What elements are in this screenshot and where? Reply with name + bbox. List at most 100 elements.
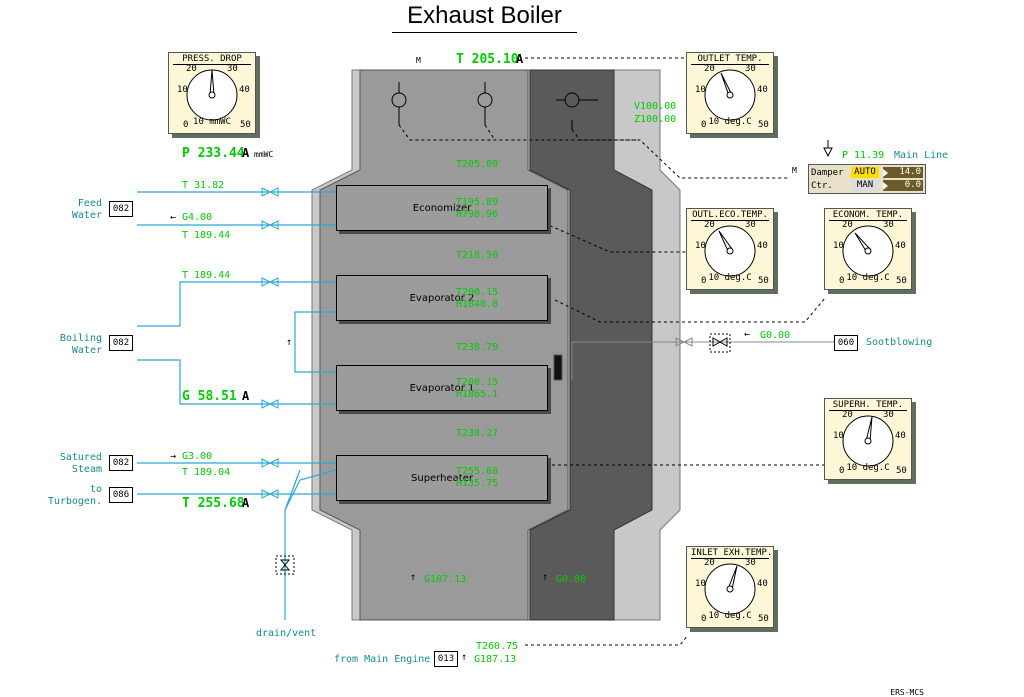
evaporator-2[interactable]: Evaporator 2: [336, 275, 548, 321]
up-arrow-icon: ↑: [461, 652, 468, 663]
evap2-temp: T200.15: [456, 287, 499, 298]
gauge-tick: 50: [758, 614, 769, 624]
press-drop-unit: mmWC: [254, 150, 274, 159]
gauge-tick: 50: [896, 466, 907, 476]
gauge-tick: 0: [701, 276, 707, 286]
gauge-tick: 40: [757, 85, 768, 95]
gauge-tick: 30: [745, 64, 756, 74]
turbogen-tag[interactable]: 086: [109, 487, 133, 503]
outlet-temp-value: T 205.10: [456, 52, 519, 67]
steam-flow: G3.00: [182, 451, 213, 462]
main-line-valve-icon: [823, 147, 833, 158]
damper-value[interactable]: 14.0: [883, 167, 923, 178]
economizer-temp: T195.89: [456, 197, 499, 208]
gauge-tick: 40: [239, 85, 250, 95]
main-line-label: Main Line: [894, 150, 949, 161]
gauge-title: ECONOM. TEMP.: [829, 210, 907, 221]
ctr-mode-button[interactable]: MAN: [851, 180, 879, 191]
gauge-tick: 20: [704, 220, 715, 230]
main-line-pressure: P 11.39: [842, 150, 885, 161]
from-main-engine-label: from Main Engine: [334, 654, 431, 665]
damper-mode-button[interactable]: AUTO: [851, 167, 879, 178]
superheater-label: Superheater: [411, 472, 473, 484]
gauge-tick: 30: [227, 64, 238, 74]
evaporator-2-label: Evaporator 2: [409, 292, 475, 304]
instrument-lines: [398, 57, 826, 646]
boiling-water-tag[interactable]: 082: [109, 335, 133, 351]
econom-temp-gauge[interactable]: ECONOM. TEMP. 20 30 10 40 0 50 10 deg.C: [824, 208, 912, 290]
evaporator-1-label: Evaporator 1: [409, 382, 475, 394]
footer-label: ERS-MCS: [890, 688, 924, 697]
ctr-row[interactable]: Ctr. MAN 0.0: [811, 180, 923, 192]
gas-temp-top: T205.09: [456, 159, 499, 170]
ctr-value[interactable]: 0.0: [883, 180, 923, 191]
satured-steam-label: Satured Steam: [59, 452, 102, 475]
feed-water-return-temp: T 189.44: [182, 230, 231, 241]
outl-eco-temp-gauge[interactable]: OUTL.ECO.TEMP. 20 30 10 40 0 50 10 deg.C: [686, 208, 774, 290]
gauge-unit: 10 deg.C: [846, 273, 890, 283]
gauge-tick: 40: [895, 241, 906, 251]
dial-icon: [704, 225, 756, 277]
steam-temp: T 189.04: [182, 467, 231, 478]
satured-steam-tag[interactable]: 082: [109, 455, 133, 471]
gauge-tick: 10: [177, 85, 188, 95]
damper-ctrl-motor-label: M: [792, 166, 797, 175]
pipes: [137, 191, 337, 620]
sootblowing-flow: G0.00: [760, 330, 791, 341]
gas-temp-mid2: T238.79: [456, 342, 499, 353]
superheater-temp: T255.68: [456, 466, 499, 477]
page-title: Exhaust Boiler: [392, 2, 577, 33]
gauge-tick: 30: [745, 558, 756, 568]
boiling-water-flow: G 58.51: [182, 389, 237, 404]
gas-temp-mid3: T238.27: [456, 428, 499, 439]
dial-icon: [842, 225, 894, 277]
up-arrow-icon: ↑: [410, 572, 417, 583]
gauge-tick: 10: [833, 241, 844, 251]
dial-icon: [704, 563, 756, 615]
dial-icon: [704, 69, 756, 121]
gauge-tick: 20: [842, 220, 853, 230]
damper-controller[interactable]: Damper AUTO 14.0 Ctr. MAN 0.0: [808, 164, 926, 194]
press-drop-gauge[interactable]: PRESS. DROP 20 30 10 40 0 50 10 mmWC: [168, 52, 256, 134]
gas-flow-main: G187.13: [424, 574, 467, 585]
gauge-tick: 10: [695, 85, 706, 95]
boiling-water-flag: A: [242, 389, 250, 403]
superheater-h: H135.75: [456, 478, 499, 489]
play-arrow-icon: [883, 182, 888, 190]
gauge-tick: 20: [186, 64, 197, 74]
gauge-unit: 10 deg.C: [708, 117, 752, 127]
soot-blower-lance: [553, 354, 563, 381]
feed-water-temp: T 31.82: [182, 180, 225, 191]
gauge-tick: 20: [842, 410, 853, 420]
main-engine-tag[interactable]: 013: [434, 651, 458, 667]
engine-exhaust-flow: G187.13: [474, 654, 517, 665]
left-arrow-icon: ←: [170, 212, 177, 223]
gauge-unit: 10 mmWC: [193, 117, 231, 127]
gauge-tick: 40: [757, 241, 768, 251]
economizer[interactable]: Economizer: [336, 185, 548, 231]
gauge-tick: 40: [757, 579, 768, 589]
damper-row[interactable]: Damper AUTO 14.0: [811, 167, 923, 179]
play-arrow-icon: [883, 169, 888, 177]
sootblowing-tag[interactable]: 060: [834, 335, 858, 351]
drain-vent-label: drain/vent: [256, 628, 317, 639]
gauge-tick: 20: [704, 64, 715, 74]
up-arrow-icon: ↑: [286, 337, 293, 348]
gauge-tick: 0: [839, 466, 845, 476]
gauge-tick: 0: [183, 120, 189, 130]
evap1-h: H1865.1: [456, 389, 499, 400]
gauge-tick: 50: [758, 276, 769, 286]
ctr-row-name: Ctr.: [811, 181, 833, 191]
inlet-exh-temp-gauge[interactable]: INLET EXH.TEMP. 20 30 10 40 0 50 10 deg.…: [686, 546, 774, 628]
feed-water-tag[interactable]: 082: [109, 201, 133, 217]
gauge-title: OUTL.ECO.TEMP.: [691, 210, 769, 221]
evaporator-1[interactable]: Evaporator 1: [336, 365, 548, 411]
outlet-temp-gauge[interactable]: OUTLET TEMP. 20 30 10 40 0 50 10 deg.C: [686, 52, 774, 134]
damper-motor-label: M: [416, 56, 421, 65]
damper-row-name: Damper: [811, 168, 844, 178]
superh-temp-gauge[interactable]: SUPERH. TEMP. 20 30 10 40 0 50 10 deg.C: [824, 398, 912, 480]
gauge-tick: 10: [695, 241, 706, 251]
superheater[interactable]: Superheater: [336, 455, 548, 501]
valves: [261, 187, 279, 499]
